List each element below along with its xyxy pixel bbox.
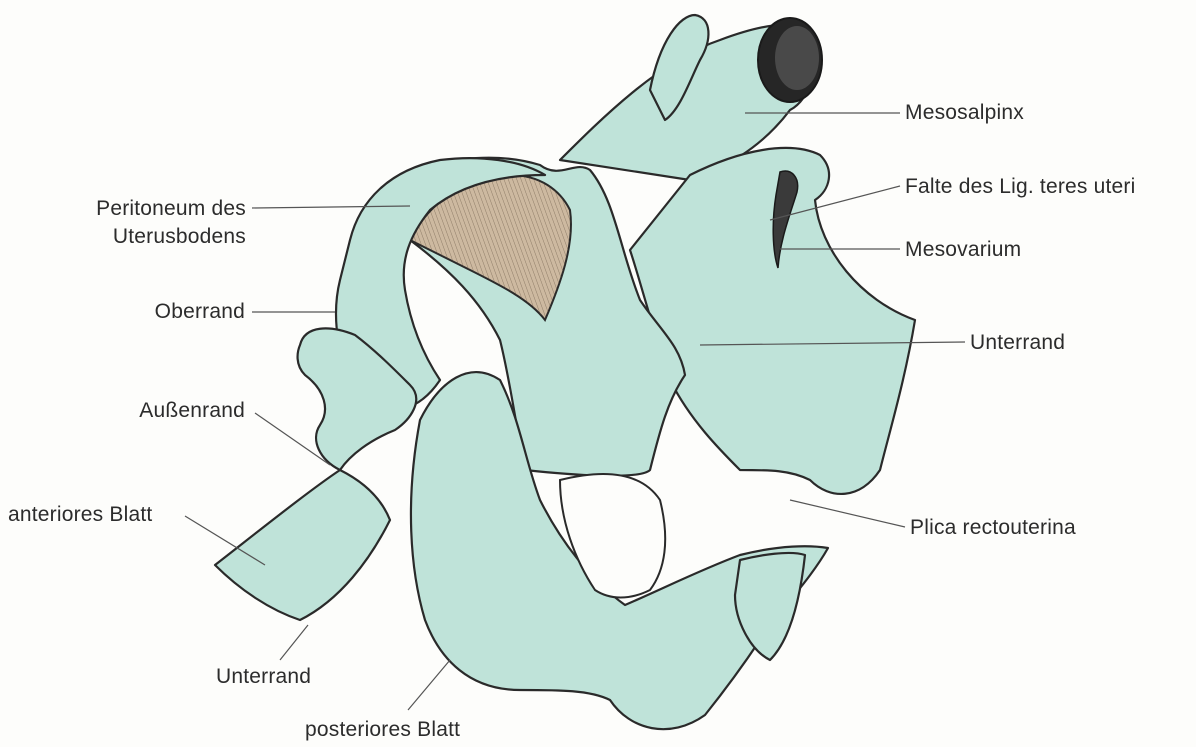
right-broad-ligament-sheet [630,148,915,494]
label-aussenrand: Außenrand [90,398,245,423]
label-unterrand-bottom: Unterrand [216,664,311,689]
label-plica-rectouterina: Plica rectouterina [910,515,1076,540]
label-oberrand: Oberrand [100,299,245,324]
label-anteriores-blatt: anteriores Blatt [8,502,152,527]
label-falte-lig-teres-uteri: Falte des Lig. teres uteri [905,174,1135,199]
label-posteriores-blatt: posteriores Blatt [305,717,460,742]
label-peritoneum-line1: Peritoneum des [56,196,246,221]
label-mesosalpinx: Mesosalpinx [905,100,1024,125]
label-unterrand-right: Unterrand [970,330,1065,355]
anterior-leaf [215,470,390,620]
label-mesovarium: Mesovarium [905,237,1021,262]
label-peritoneum-line2: Uterusbodens [56,224,246,249]
